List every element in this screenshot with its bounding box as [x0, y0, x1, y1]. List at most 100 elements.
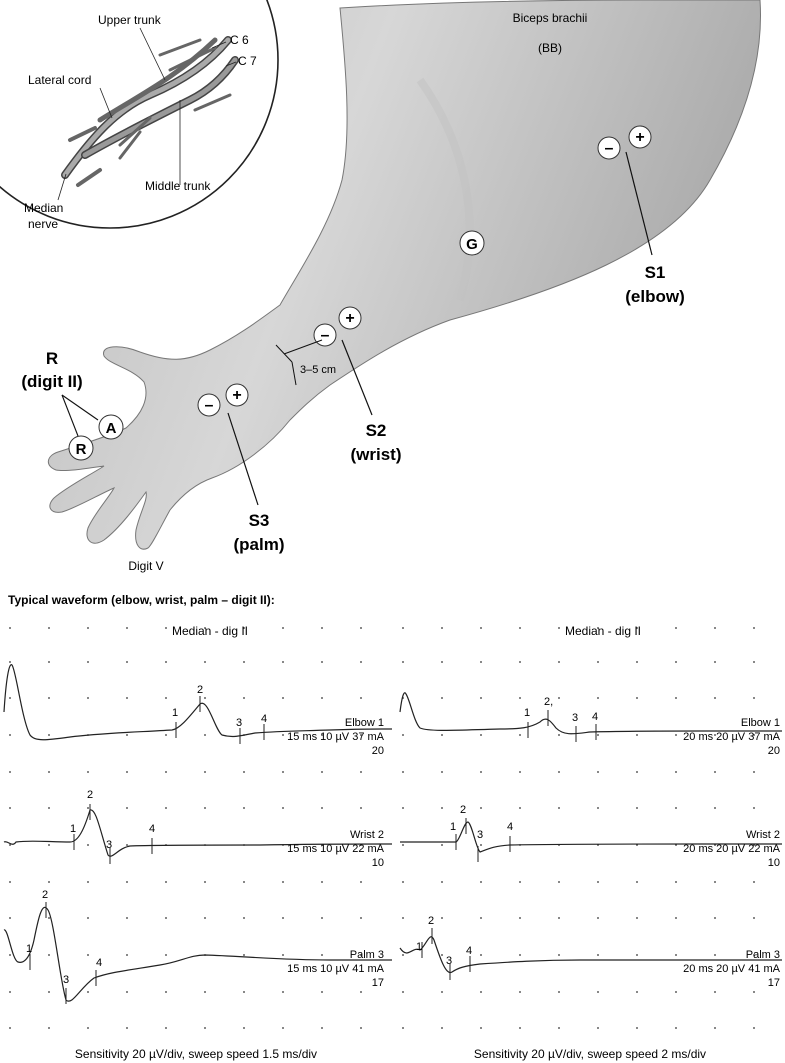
svg-text:+: +	[635, 129, 644, 146]
trace-2-name-2: Wrist 2	[746, 829, 780, 841]
label-recording: R	[46, 349, 58, 368]
grid-dot	[714, 1027, 716, 1029]
grid-dot	[282, 991, 284, 993]
grid-dot	[519, 954, 521, 956]
grid-dot	[714, 954, 716, 956]
grid-dot	[9, 734, 11, 736]
grid-dot	[597, 991, 599, 993]
grid-dot	[675, 697, 677, 699]
svg-text:3: 3	[477, 829, 483, 841]
grid-dot	[675, 991, 677, 993]
grid-dot	[675, 734, 677, 736]
trace-wrist-2-2	[399, 821, 782, 853]
panel-1-traces	[3, 664, 393, 1002]
grid-dot	[87, 917, 89, 919]
trace-1-name: Elbow 1	[345, 717, 384, 729]
panel-1-footer: Sensitivity 20 µV/div, sweep speed 1.5 m…	[75, 1047, 317, 1061]
grid-dot	[321, 1027, 323, 1029]
grid-dot	[165, 627, 167, 629]
section-title: Typical waveform (elbow, wrist, palm – d…	[8, 593, 275, 607]
grid-dot	[282, 954, 284, 956]
grid-dot	[48, 807, 50, 809]
grid-dot	[519, 991, 521, 993]
grid-dot	[519, 734, 521, 736]
grid-dot	[360, 661, 362, 663]
grid-dot	[282, 807, 284, 809]
grid-dot	[441, 991, 443, 993]
trace-elbow-1-2	[399, 692, 782, 735]
label-median-nerve-1: Median	[24, 201, 63, 215]
trace-2-count-2: 10	[768, 857, 780, 869]
grid-dot	[87, 661, 89, 663]
grid-dot	[753, 627, 755, 629]
grid-dot	[558, 627, 560, 629]
svg-text:2: 2	[42, 889, 48, 901]
grid-dot	[165, 661, 167, 663]
trace-elbow-1	[3, 664, 393, 741]
svg-text:1: 1	[450, 821, 456, 833]
grid-dot	[87, 881, 89, 883]
label-c7: C 7	[238, 54, 257, 68]
grid-dot	[360, 991, 362, 993]
trace-3-name: Palm 3	[350, 949, 384, 961]
grid-dot	[243, 1027, 245, 1029]
svg-text:2: 2	[197, 684, 203, 696]
grid-dot	[714, 734, 716, 736]
grid-dot	[597, 661, 599, 663]
grid-dot	[636, 697, 638, 699]
grid-dot	[204, 807, 206, 809]
grid-dot	[48, 697, 50, 699]
grid-dot	[441, 917, 443, 919]
grid-dot	[204, 661, 206, 663]
grid-dot	[165, 991, 167, 993]
grid-dot	[87, 697, 89, 699]
label-s3: S3	[249, 511, 270, 530]
label-upper-trunk: Upper trunk	[98, 13, 162, 27]
recording-leaders	[61, 394, 99, 437]
grid-dot	[597, 954, 599, 956]
svg-text:3: 3	[63, 974, 69, 986]
label-digit-v: Digit V	[128, 559, 163, 573]
grid-dot	[321, 771, 323, 773]
waveform-dot-grid	[9, 627, 755, 1029]
grid-dot	[360, 627, 362, 629]
svg-text:+: +	[345, 310, 354, 327]
grid-dot	[204, 917, 206, 919]
electrode-active: A	[98, 414, 124, 440]
grid-dot	[87, 954, 89, 956]
grid-dot	[480, 697, 482, 699]
grid-dot	[714, 627, 716, 629]
grid-dot	[126, 807, 128, 809]
svg-text:1: 1	[26, 943, 32, 955]
grid-dot	[753, 661, 755, 663]
grid-dot	[519, 771, 521, 773]
grid-dot	[126, 697, 128, 699]
grid-dot	[597, 917, 599, 919]
grid-dot	[87, 1027, 89, 1029]
grid-dot	[321, 661, 323, 663]
grid-dot	[597, 627, 599, 629]
svg-text:3: 3	[572, 712, 578, 724]
grid-dot	[204, 1027, 206, 1029]
grid-dot	[402, 627, 404, 629]
grid-dot	[675, 627, 677, 629]
grid-dot	[402, 917, 404, 919]
trace-1-count-2: 20	[768, 745, 780, 757]
grid-dot	[480, 954, 482, 956]
grid-dot	[165, 807, 167, 809]
grid-dot	[48, 661, 50, 663]
grid-dot	[360, 1027, 362, 1029]
grid-dot	[597, 1027, 599, 1029]
grid-dot	[402, 807, 404, 809]
svg-text:2: 2	[428, 915, 434, 927]
grid-dot	[753, 917, 755, 919]
plexus-drawing	[57, 27, 239, 201]
trace-2-settings-2: 20 ms 20 µV 22 mA	[683, 843, 780, 855]
grid-dot	[243, 697, 245, 699]
grid-dot	[558, 771, 560, 773]
grid-dot	[9, 954, 11, 956]
trace-info-panel-2: Elbow 1 20 ms 20 µV 37 mA 20 Wrist 2 20 …	[683, 717, 780, 989]
grid-dot	[480, 1027, 482, 1029]
trace-palm-3-2	[399, 936, 782, 974]
